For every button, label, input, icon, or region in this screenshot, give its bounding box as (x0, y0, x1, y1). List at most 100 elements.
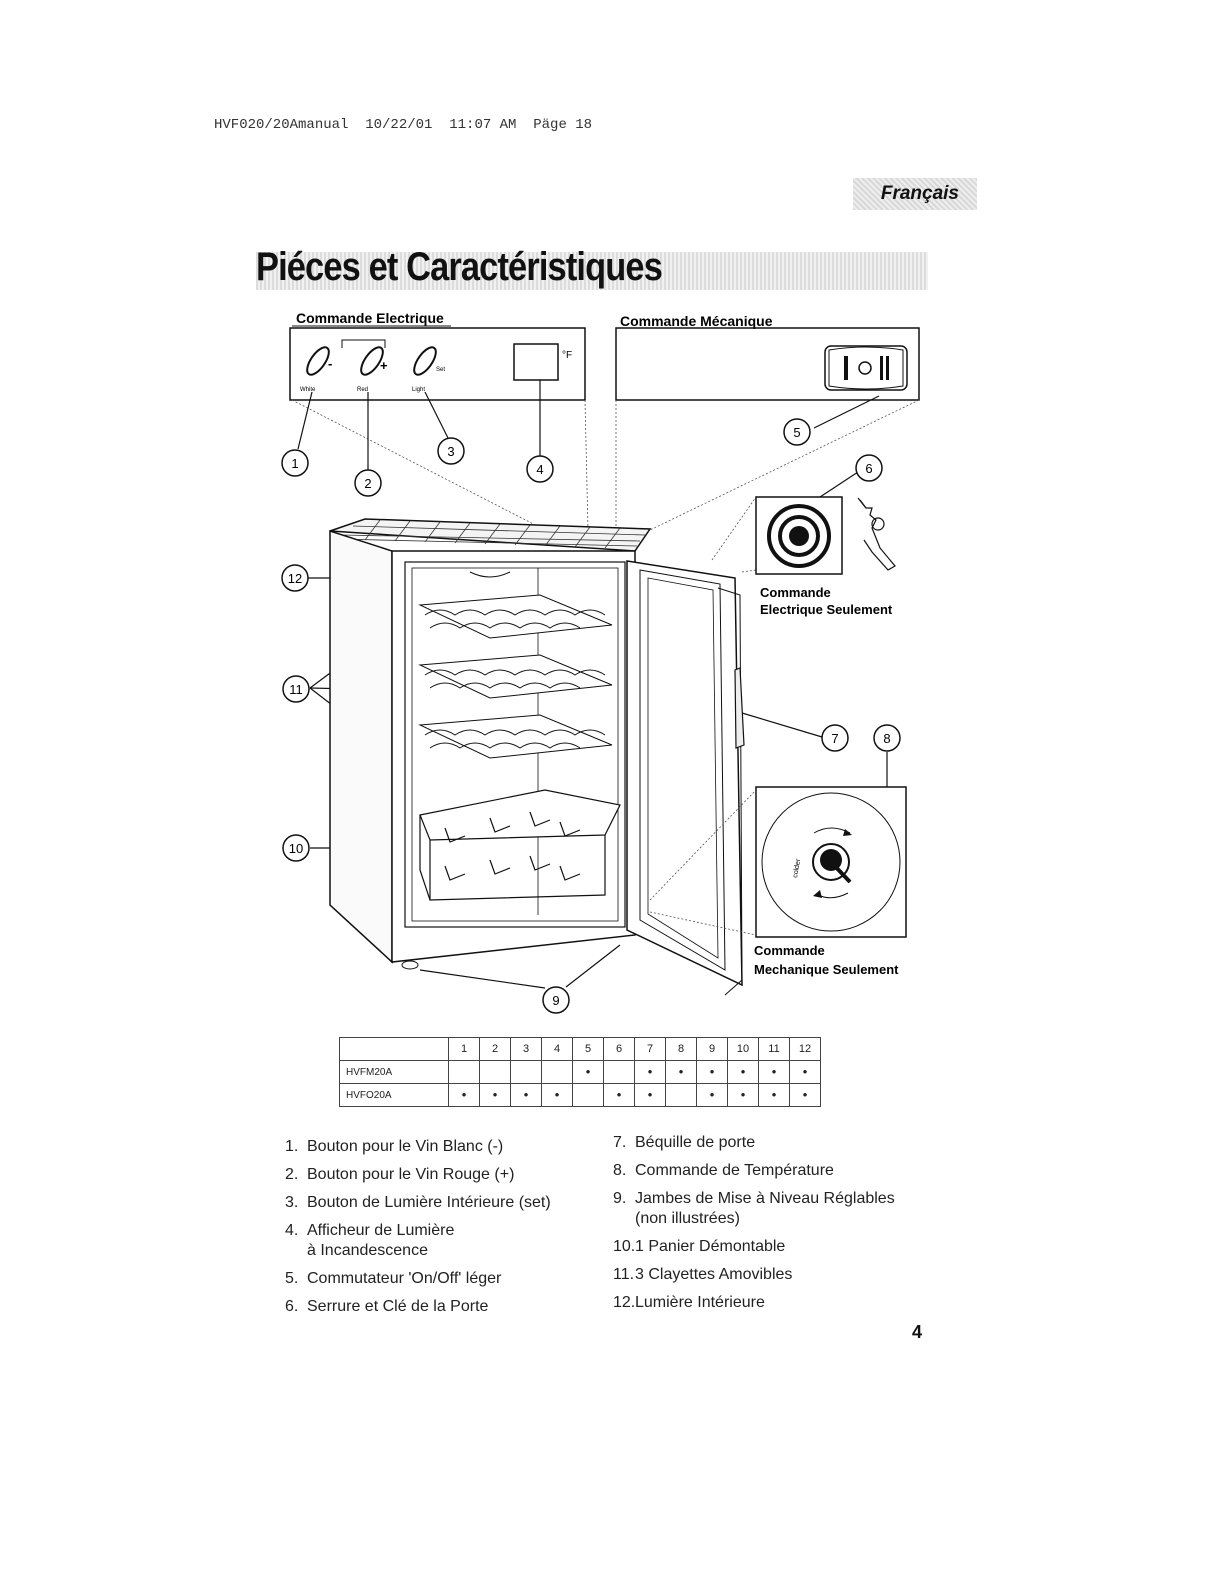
availability-dot: • (740, 1087, 746, 1102)
feature-cell: • (665, 1060, 697, 1084)
feature-item: 7. Béquille de porte (613, 1133, 933, 1153)
electric-control-panel (289, 327, 586, 401)
column-header: 5 (572, 1037, 604, 1061)
feature-cell: • (634, 1060, 666, 1084)
feature-item: 9.Jambes de Mise à Niveau Réglables(non … (613, 1189, 933, 1229)
feature-text-continued: (non illustrées) (635, 1210, 740, 1227)
svg-text:2: 2 (364, 476, 371, 491)
light-button-icon (413, 346, 437, 376)
column-header: 6 (603, 1037, 635, 1061)
feature-text: Béquille de porte (635, 1134, 756, 1151)
feature-item: 6.Serrure et Clé de la Porte (285, 1297, 595, 1317)
feature-item: 2. Bouton pour le Vin Rouge (+) (285, 1165, 595, 1185)
availability-dot: • (523, 1087, 529, 1102)
mechanical-panel-label: Commande Mécanique (620, 313, 773, 329)
callout-3: 3 (437, 437, 465, 465)
lock-caption-line-1: Commande (760, 585, 831, 600)
callout-4: 4 (526, 455, 554, 483)
rocker-switch-icon (824, 345, 908, 391)
model-name-cell: HVFO20A (339, 1083, 449, 1107)
callout-11: 11 (282, 675, 310, 703)
door-lock-inset (755, 496, 843, 575)
feature-item: 5.Commutateur 'On/Off' léger (285, 1269, 595, 1289)
feature-cell: • (696, 1060, 728, 1084)
callout-10: 10 (282, 834, 310, 862)
model-feature-table: 1 2 3 4 5 6 7 8 9 10 11 12 HVFM20A •••••… (339, 1037, 821, 1107)
callout-9: 9 (542, 986, 570, 1014)
dial-caption-line-2: Mechanique Seulement (754, 962, 899, 977)
key-icon (857, 497, 896, 571)
availability-dot: • (585, 1064, 591, 1079)
feature-number: 11. (613, 1266, 635, 1283)
table-header-row: 1 2 3 4 5 6 7 8 9 10 11 12 (339, 1037, 821, 1061)
svg-text:10: 10 (289, 841, 303, 856)
feature-cell (665, 1083, 697, 1107)
feature-number: 7. (613, 1134, 627, 1151)
feature-cell: • (541, 1083, 573, 1107)
svg-text:12: 12 (288, 571, 302, 586)
feature-text: Bouton pour le Vin Blanc (-) (307, 1138, 504, 1155)
feature-cell: • (789, 1083, 821, 1107)
lock-caption-line-2: Electrique Seulement (760, 602, 893, 617)
white-label: White (300, 387, 316, 393)
feature-number: 3. (285, 1194, 299, 1211)
feature-cell (448, 1060, 480, 1084)
plus-sign: + (380, 358, 388, 373)
callout-6: 6 (855, 454, 883, 482)
feature-cell: • (510, 1083, 542, 1107)
feature-item: 8.Commande de Température (613, 1161, 933, 1181)
temperature-display (513, 343, 559, 381)
svg-text:8: 8 (883, 731, 890, 746)
feature-number: 9. (613, 1190, 627, 1207)
availability-dot: • (771, 1087, 777, 1102)
feature-cell: • (448, 1083, 480, 1107)
feature-number: 2. (285, 1166, 299, 1183)
feature-item: 10.1 Panier Démontable (613, 1237, 933, 1257)
availability-dot: • (709, 1087, 715, 1102)
column-header: 11 (758, 1037, 790, 1061)
svg-text:11: 11 (289, 682, 303, 697)
file-header: HVF020/20Amanual 10/22/01 11:07 AM Päge … (214, 117, 593, 133)
feature-cell: • (603, 1083, 635, 1107)
feature-cell: • (696, 1083, 728, 1107)
feature-text: Lumière Intérieure (635, 1294, 765, 1311)
feature-cell (479, 1060, 511, 1084)
set-sign: Set (436, 367, 445, 373)
feature-cell: • (634, 1083, 666, 1107)
feature-cell: • (479, 1083, 511, 1107)
column-header: 4 (541, 1037, 573, 1061)
feature-number: 10. (613, 1238, 636, 1255)
page-title: Piéces et Caractéristiques (256, 245, 663, 289)
fahrenheit-unit: °F (562, 350, 572, 361)
feature-item: 3.Bouton de Lumière Intérieure (set) (285, 1193, 595, 1213)
title-band (256, 252, 928, 290)
feature-text: Commande de Température (635, 1162, 834, 1179)
table-row: HVFO20A • • • • • • • • • • (339, 1083, 821, 1107)
feature-cell: • (727, 1083, 759, 1107)
mechanical-control-panel (615, 327, 920, 401)
svg-text:1: 1 (291, 456, 298, 471)
availability-dot: • (709, 1064, 715, 1079)
callout-12: 12 (281, 564, 309, 592)
dial-colder-text: colder (792, 858, 802, 879)
white-wine-button-icon (306, 346, 330, 376)
column-header: 9 (696, 1037, 728, 1061)
availability-dot: • (492, 1087, 498, 1102)
svg-text:4: 4 (536, 462, 543, 477)
feature-cell (510, 1060, 542, 1084)
availability-dot: • (802, 1087, 808, 1102)
feature-text: 1 Panier Démontable (635, 1238, 786, 1255)
svg-text:6: 6 (865, 461, 872, 476)
wine-cooler-cabinet (329, 518, 745, 996)
callout-5: 5 (783, 418, 811, 446)
model-name-cell: HVFM20A (339, 1060, 449, 1084)
svg-text:9: 9 (552, 993, 559, 1008)
availability-dot: • (616, 1087, 622, 1102)
svg-text:7: 7 (831, 731, 838, 746)
feature-text: Bouton pour le Vin Rouge (+) (307, 1166, 515, 1183)
minus-sign: - (328, 356, 332, 371)
svg-text:3: 3 (447, 444, 454, 459)
column-header: 1 (448, 1037, 480, 1061)
column-header: 10 (727, 1037, 759, 1061)
